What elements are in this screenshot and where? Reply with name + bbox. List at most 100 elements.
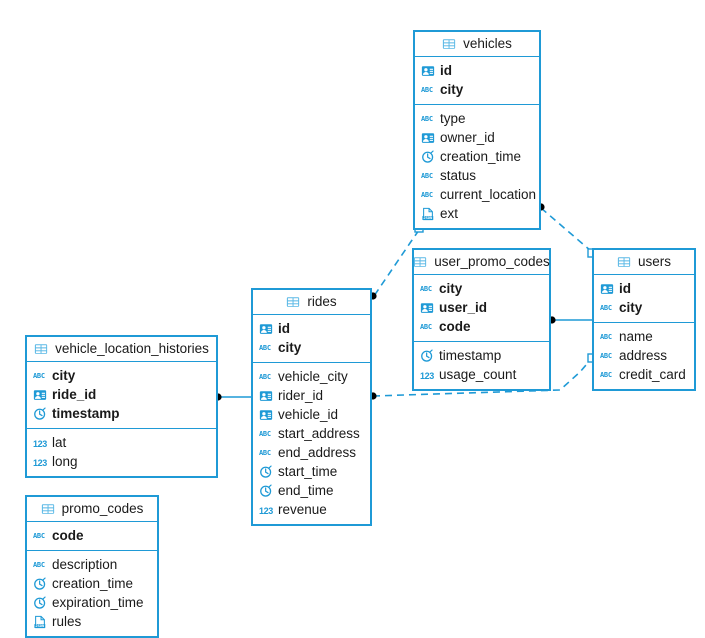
table-field[interactable]: creation_time xyxy=(27,574,157,593)
field-label: end_address xyxy=(278,444,357,460)
identity-icon xyxy=(421,64,435,78)
entity-header-promo_codes[interactable]: promo_codes xyxy=(27,497,157,522)
field-label: vehicle_city xyxy=(278,368,348,384)
field-label: name xyxy=(619,328,653,344)
abc-icon: ABC xyxy=(600,303,612,312)
field-label: owner_id xyxy=(440,129,495,145)
identity-icon xyxy=(420,301,434,315)
table-field[interactable]: ext xyxy=(415,204,539,223)
entity-header-users[interactable]: users xyxy=(594,250,694,275)
field-label: creation_time xyxy=(440,148,522,164)
relationship-line xyxy=(373,229,420,297)
primary-key-field[interactable]: id xyxy=(415,61,539,80)
entity-header-vehicle_location_histories[interactable]: vehicle_location_histories xyxy=(27,337,216,362)
field-label: current_location xyxy=(440,186,537,202)
field-label: city xyxy=(439,280,463,296)
field-label: id xyxy=(440,62,452,78)
table-field[interactable]: rider_id xyxy=(253,386,370,405)
entity-header-user_promo_codes[interactable]: user_promo_codes xyxy=(414,250,550,275)
table-field[interactable]: end_time xyxy=(253,481,370,500)
number-icon: 123 xyxy=(33,457,47,468)
table-field[interactable]: creation_time xyxy=(415,147,539,166)
table-field[interactable]: ABC type xyxy=(415,109,539,128)
table-field[interactable]: vehicle_id xyxy=(253,405,370,424)
identity-icon xyxy=(259,322,273,336)
primary-key-field[interactable]: user_id xyxy=(414,298,549,317)
abc-icon: ABC xyxy=(421,171,433,180)
field-label: expiration_time xyxy=(52,594,144,610)
entity-title: rides xyxy=(307,294,337,310)
abc-icon: ABC xyxy=(420,322,432,331)
field-label: user_id xyxy=(439,299,488,315)
table-field[interactable]: timestamp xyxy=(414,346,549,365)
primary-key-field[interactable]: ride_id xyxy=(27,385,216,404)
relationship-vehicle_location_histories-rides[interactable] xyxy=(214,393,251,401)
entity-header-rides[interactable]: rides xyxy=(253,290,370,315)
primary-key-field[interactable]: timestamp xyxy=(27,404,216,423)
identity-icon xyxy=(33,388,47,402)
table-icon xyxy=(41,502,56,517)
number-icon: 123 xyxy=(420,370,434,381)
field-label: id xyxy=(619,280,631,296)
entity-header-vehicles[interactable]: vehicles xyxy=(415,32,539,57)
table-field[interactable]: ABC status xyxy=(415,166,539,185)
relationship-user_promo_codes-users[interactable] xyxy=(548,316,592,324)
field-label: creation_time xyxy=(52,575,134,591)
field-label: type xyxy=(440,110,466,126)
table-icon xyxy=(286,295,301,310)
field-label: rider_id xyxy=(278,387,324,403)
field-label: timestamp xyxy=(52,405,120,421)
field-label: vehicle_id xyxy=(278,406,339,422)
entity-title: vehicles xyxy=(463,36,512,52)
table-field[interactable]: expiration_time xyxy=(27,593,157,612)
field-label: start_address xyxy=(278,425,360,441)
field-label: address xyxy=(619,347,668,363)
primary-key-field[interactable]: id xyxy=(594,279,694,298)
table-icon xyxy=(617,255,632,270)
abc-icon: ABC xyxy=(259,343,271,352)
field-label: rules xyxy=(52,613,82,629)
primary-key-field[interactable]: id xyxy=(253,319,370,338)
number-icon: 123 xyxy=(259,505,273,516)
identity-icon xyxy=(259,408,273,422)
field-label: start_time xyxy=(278,463,338,479)
entity-title: users xyxy=(637,254,671,270)
field-label: lat xyxy=(52,434,67,450)
abc-icon: ABC xyxy=(421,114,433,123)
field-label: status xyxy=(440,167,477,183)
table-field[interactable]: rules xyxy=(27,612,157,631)
table-field[interactable]: start_time xyxy=(253,462,370,481)
table-field[interactable]: owner_id xyxy=(415,128,539,147)
table-icon xyxy=(442,37,457,52)
